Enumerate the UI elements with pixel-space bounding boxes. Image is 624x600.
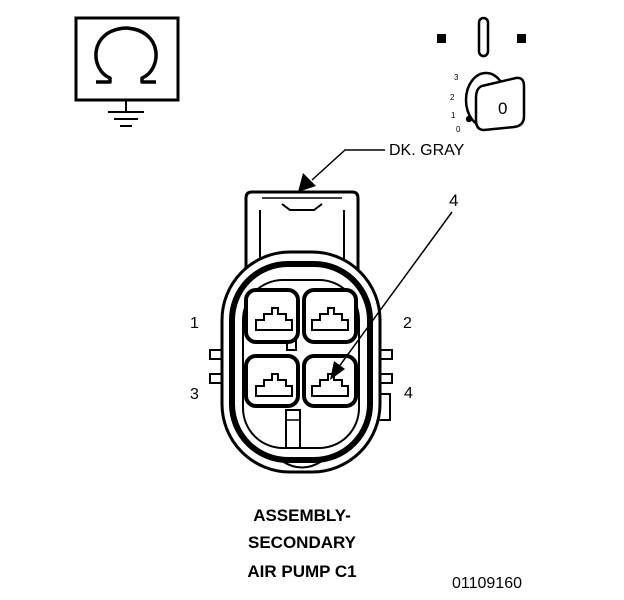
pin-label-4: 4 bbox=[404, 385, 413, 402]
pin-label-2: 2 bbox=[403, 315, 412, 332]
caption-line-1: ASSEMBLY- bbox=[253, 506, 351, 525]
ignition-key-off-icon: 0 3 2 1 0 bbox=[437, 16, 526, 134]
pin-label-1: 1 bbox=[190, 315, 199, 332]
connector-caption: ASSEMBLY- SECONDARY AIR PUMP C1 bbox=[247, 506, 356, 581]
ignition-position-2: 2 bbox=[450, 93, 455, 102]
ignition-key-label: 0 bbox=[498, 99, 507, 118]
ignition-position-3: 3 bbox=[454, 73, 459, 82]
ignition-position-1: 1 bbox=[451, 111, 456, 120]
figure-number: 01109160 bbox=[452, 575, 522, 592]
ignition-position-0: 0 bbox=[456, 125, 461, 134]
cavity-2 bbox=[302, 288, 358, 344]
pin-label-3: 3 bbox=[190, 386, 199, 403]
cavity-4 bbox=[302, 354, 358, 408]
pin-4-callout: 4 bbox=[330, 191, 458, 380]
connector-c1 bbox=[209, 190, 393, 474]
connector-color-label: DK. GRAY bbox=[389, 142, 465, 159]
caption-line-3: AIR PUMP C1 bbox=[247, 562, 356, 581]
cavity-1 bbox=[244, 288, 300, 344]
cavity-3 bbox=[244, 354, 300, 408]
ohm-with-ground-icon bbox=[74, 16, 180, 127]
pin-4-callout-label: 4 bbox=[449, 191, 458, 210]
color-callout: DK. GRAY bbox=[298, 142, 465, 192]
caption-line-2: SECONDARY bbox=[248, 533, 357, 552]
